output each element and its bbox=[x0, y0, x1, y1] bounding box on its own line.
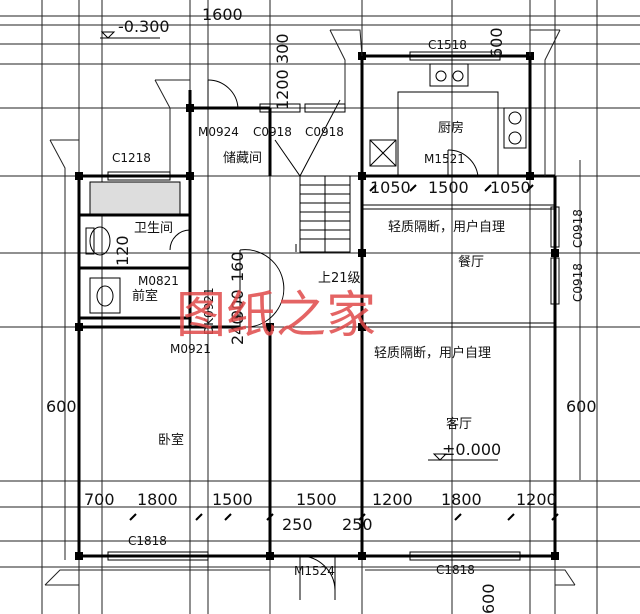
label-m0921: M0921 bbox=[170, 342, 211, 356]
dim-k-1050-a: 1050 bbox=[370, 178, 411, 197]
dim-top-1200: 1200 bbox=[273, 69, 292, 110]
dimension-ticks bbox=[129, 184, 559, 521]
label-c0918-right-a: C0918 bbox=[571, 209, 585, 248]
dim-k-1500: 1500 bbox=[428, 178, 469, 197]
label-c1218: C1218 bbox=[112, 151, 151, 165]
dim-b-1200-a: 1200 bbox=[372, 490, 413, 509]
dim-top-1600: 1600 bbox=[202, 5, 243, 24]
label-m0924: M0924 bbox=[198, 125, 239, 139]
label-m1521: M1521 bbox=[424, 152, 465, 166]
dim-b-1800-b: 1800 bbox=[441, 490, 482, 509]
dim-b-250-a: 250 bbox=[282, 515, 313, 534]
label-c1518: C1518 bbox=[428, 38, 467, 52]
label-m1524: M1524 bbox=[294, 564, 335, 578]
label-dk0921: DK0921 bbox=[202, 287, 216, 335]
dim-v-240: 240 bbox=[228, 314, 247, 345]
room-label-living: 客厅 bbox=[446, 416, 472, 432]
label-c0918-b: C0918 bbox=[305, 125, 344, 139]
dim-right-600: 600 bbox=[566, 397, 597, 416]
dim-b-250-b: 250 bbox=[342, 515, 373, 534]
elevation-outside-marker bbox=[100, 31, 116, 39]
dim-left-600: 600 bbox=[46, 397, 77, 416]
dim-b-1800-a: 1800 bbox=[137, 490, 178, 509]
note-stairs: 上21级 bbox=[318, 271, 361, 286]
room-label-bedroom: 卧室 bbox=[158, 432, 184, 448]
dim-bottom-600: 600 bbox=[479, 583, 498, 614]
dim-k-1050-b: 1050 bbox=[490, 178, 531, 197]
elevation-outside: -0.300 bbox=[118, 17, 170, 36]
room-label-kitchen: 厨房 bbox=[438, 120, 464, 136]
room-label-storage: 储藏间 bbox=[223, 151, 262, 166]
dim-b-700: 700 bbox=[84, 490, 115, 509]
dim-b-1500-a: 1500 bbox=[212, 490, 253, 509]
label-c0918-right-b: C0918 bbox=[571, 263, 585, 302]
dim-top-600: 600 bbox=[487, 27, 506, 58]
fixtures bbox=[85, 63, 527, 314]
windows bbox=[107, 51, 560, 561]
label-c0918-a: C0918 bbox=[253, 125, 292, 139]
dim-v-900: 900 bbox=[228, 289, 247, 320]
partitions bbox=[362, 204, 555, 328]
eave-outlines bbox=[44, 29, 581, 586]
dim-v-120: 120 bbox=[113, 235, 132, 266]
dim-top-300: 300 bbox=[273, 33, 292, 64]
room-label-dining: 餐厅 bbox=[458, 254, 484, 270]
dim-b-1200-b: 1200 bbox=[516, 490, 557, 509]
room-label-bathroom: 卫生间 bbox=[134, 221, 173, 236]
staircase bbox=[274, 99, 351, 253]
label-c1818-left: C1818 bbox=[128, 534, 167, 548]
doors bbox=[169, 79, 479, 600]
note-partition-top: 轻质隔断，用户自理 bbox=[388, 219, 505, 235]
label-m0821: M0821 bbox=[138, 274, 179, 288]
room-label-front-room: 前室 bbox=[132, 288, 158, 304]
note-partition-bottom: 轻质隔断，用户自理 bbox=[374, 345, 491, 361]
dim-b-1500-b: 1500 bbox=[296, 490, 337, 509]
watermark: 图纸之家 bbox=[176, 286, 376, 344]
dim-v-160: 160 bbox=[228, 251, 247, 282]
elevation-living-marker bbox=[432, 453, 448, 461]
elevation-living: ±0.000 bbox=[442, 440, 501, 459]
label-c1818-right: C1818 bbox=[436, 563, 475, 577]
